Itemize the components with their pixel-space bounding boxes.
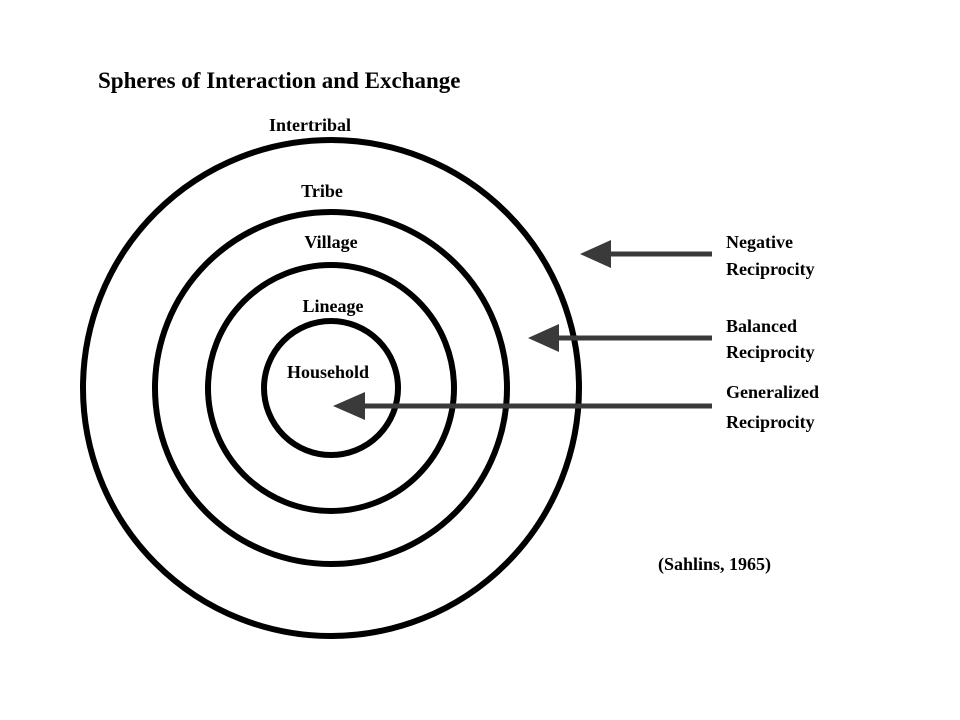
label-household: Household: [287, 362, 369, 382]
arrow-balanced: [528, 324, 712, 352]
ring-intertribal: [80, 137, 582, 639]
label-balanced-line1: Balanced: [726, 316, 797, 336]
ring-tribe: [152, 209, 510, 567]
ring-village: [205, 262, 457, 514]
label-tribe: Tribe: [301, 181, 343, 201]
label-balanced-line2: Reciprocity: [726, 342, 815, 362]
label-village: Village: [304, 232, 357, 252]
label-generalized-line2: Reciprocity: [726, 412, 815, 432]
arrow-generalized: [333, 392, 712, 420]
citation: (Sahlins, 1965): [658, 554, 771, 575]
arrow-negative: [580, 240, 712, 268]
label-generalized-line1: Generalized: [726, 382, 819, 402]
label-negative-line1: Negative: [726, 232, 793, 252]
ring-household: [261, 318, 401, 458]
label-lineage: Lineage: [303, 296, 364, 316]
diagram-title: Spheres of Interaction and Exchange: [98, 68, 461, 93]
label-intertribal: Intertribal: [269, 115, 351, 135]
label-negative-line2: Reciprocity: [726, 259, 815, 279]
